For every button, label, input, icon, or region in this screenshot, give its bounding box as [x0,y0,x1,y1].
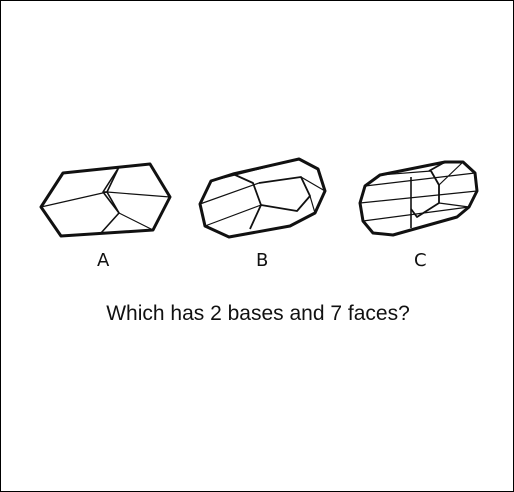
option-label-c: C [414,250,427,271]
option-label-b: B [256,250,269,271]
question-text: Which has 2 bases and 7 faces? [106,302,410,325]
hexagonal-prism-a[interactable] [35,151,175,241]
octagonal-prism-c[interactable] [353,151,493,241]
heptagonal-prism-b[interactable] [193,151,333,241]
option-label-a: A [97,250,110,271]
